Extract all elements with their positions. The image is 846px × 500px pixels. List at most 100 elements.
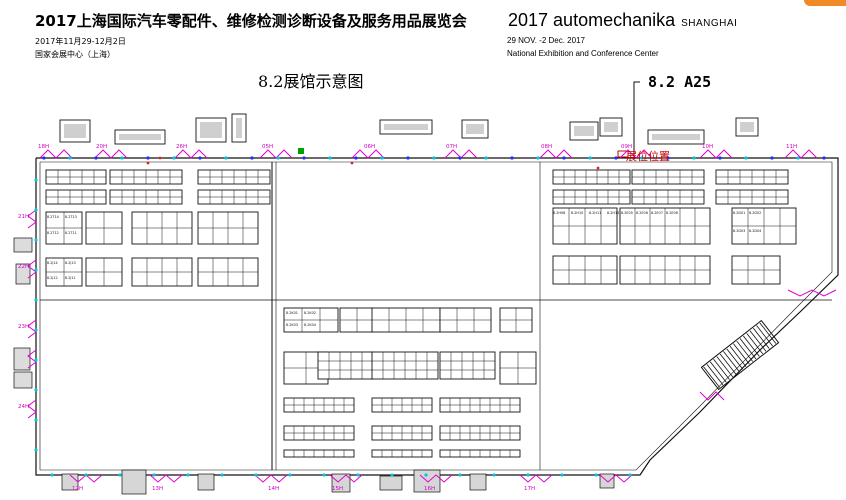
door-marker-left: [27, 399, 37, 419]
wall-node: [796, 156, 800, 160]
gate-label: 20H: [96, 144, 107, 150]
booth-id-label: 8.2T14: [47, 215, 59, 219]
booth-id-label: 8.2K04: [304, 323, 316, 327]
booth-block: [197, 211, 259, 245]
wall-node: [744, 156, 748, 160]
side-structure: [15, 263, 31, 285]
wall-node: [186, 473, 190, 477]
gate-label: 06H: [364, 144, 375, 150]
booth-block: [439, 307, 492, 333]
door-marker-bottom: [149, 474, 183, 483]
side-structure: [13, 237, 33, 253]
exterior-structure: [231, 113, 247, 143]
wall-node: [322, 473, 326, 477]
exterior-fill: [604, 122, 618, 132]
exterior-structure: [599, 117, 623, 137]
wall-node: [250, 156, 254, 160]
wall-node: [34, 448, 38, 452]
exterior-fill: [236, 118, 242, 138]
gate-label: 16H: [424, 486, 435, 492]
wall-node: [120, 156, 124, 160]
gate-label: 24H: [18, 404, 29, 410]
gate-label: 08H: [541, 144, 552, 150]
wall-node: [526, 473, 530, 477]
booth-id-label: 8.2H10: [571, 211, 583, 215]
wall-node: [718, 156, 722, 160]
booth-id-label: 8.2J11: [65, 276, 76, 280]
escalator-step: [756, 325, 773, 347]
exterior-outline: [197, 473, 215, 491]
brand-logo: [804, 0, 846, 6]
wall-node: [68, 156, 72, 160]
door-marker-left: [27, 259, 37, 279]
escalator-step: [709, 361, 727, 383]
wall-node: [458, 156, 462, 160]
booth-block: [85, 211, 123, 245]
booth-block: [499, 307, 533, 333]
escalator-step: [729, 345, 747, 367]
wall-markers: [27, 148, 837, 483]
wall-node: [34, 208, 38, 212]
escalator-box: [700, 319, 780, 391]
exterior-structure: [197, 473, 215, 491]
wall-node: [354, 156, 358, 160]
escalator-step: [719, 353, 737, 375]
wall-node: [560, 473, 564, 477]
exterior-structure: [121, 469, 147, 495]
escalator-step: [746, 333, 763, 355]
escalator-step: [703, 366, 720, 388]
wall-node: [424, 473, 428, 477]
booth-block: [109, 169, 183, 185]
wall-node: [614, 156, 618, 160]
wall-node: [432, 156, 436, 160]
escalator-step: [743, 335, 760, 357]
wall-node: [380, 156, 384, 160]
exterior-fill: [740, 122, 754, 132]
door-marker-top: [174, 149, 208, 159]
exterior-fill: [652, 134, 700, 140]
wall-node: [34, 268, 38, 272]
booth-block: [619, 207, 711, 245]
booth-id-label: 8.2E07: [651, 211, 663, 215]
booth-block: [631, 169, 705, 185]
side-structure: [13, 371, 33, 389]
exterior-structure: [195, 117, 227, 143]
gate-label: 26H: [176, 144, 187, 150]
booth-block: [715, 189, 789, 205]
booth-block: [317, 351, 374, 380]
gate-label: 15H: [332, 486, 343, 492]
door-marker-bottom: [419, 474, 453, 483]
door-marker-left: [27, 209, 37, 229]
booth-id-label: 8.2D03: [733, 229, 745, 233]
exterior-structure: [59, 119, 91, 143]
wall-node: [302, 156, 306, 160]
green-marker: [298, 148, 304, 154]
booth-block: [631, 189, 705, 205]
wall-node: [224, 156, 228, 160]
booth-id-label: 8.2K01: [286, 311, 298, 315]
exterior-structure: [379, 119, 433, 135]
target-booth-marker: [617, 150, 629, 158]
exterior-fill: [466, 124, 484, 134]
gate-label: 10H: [702, 144, 713, 150]
booth-block: [552, 169, 631, 185]
gate-label: 22H: [18, 264, 29, 270]
wall-node: [94, 156, 98, 160]
booth-block: [197, 257, 259, 287]
escalator-step: [739, 338, 757, 360]
booth-block: [131, 211, 193, 245]
red-dot: [596, 166, 600, 170]
gate-label: 21H: [18, 214, 29, 220]
gate-label: 14H: [268, 486, 279, 492]
venue-cn: 国家会展中心（上海）: [35, 50, 115, 59]
wall-node: [692, 156, 696, 160]
wall-node: [34, 388, 38, 392]
red-dot: [350, 161, 354, 165]
wall-node: [288, 473, 292, 477]
exterior-structure: [569, 121, 599, 141]
booth-id-label: 8.2J12: [47, 276, 58, 280]
wall-node: [510, 156, 514, 160]
booth-block: [197, 169, 271, 185]
exterior-fill: [574, 126, 594, 136]
door-marker-bottom: [254, 474, 288, 483]
